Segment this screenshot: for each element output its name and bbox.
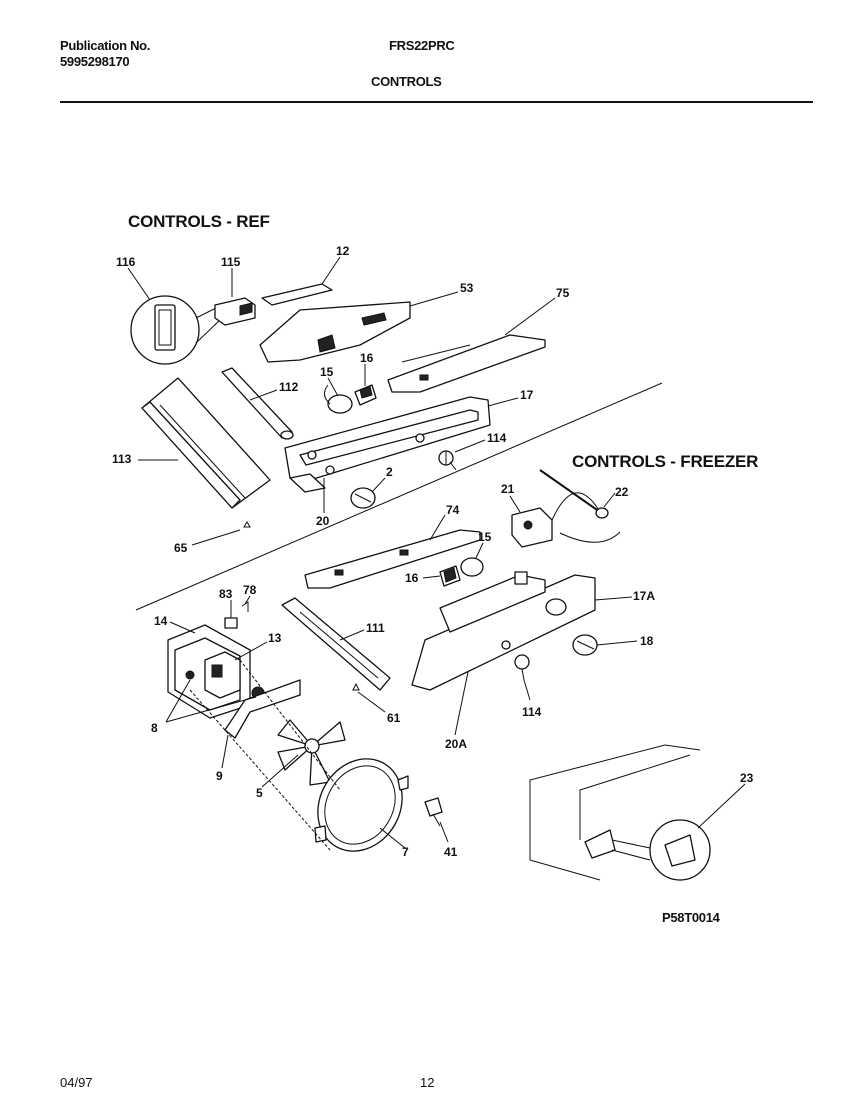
section-divider-line [135,382,663,611]
label-74: 74 [446,503,460,517]
part-114-screw [438,450,457,471]
label-12: 12 [336,244,350,258]
label-17a: 17A [633,589,655,603]
label-16b: 16 [405,571,419,585]
part-65-screw [243,521,251,528]
label-83: 83 [219,587,233,601]
publication-label: Publication No. [60,38,151,53]
part-23-inset [529,744,711,881]
label-23: 23 [740,771,754,785]
part-61-screw [352,682,360,691]
label-41: 41 [444,845,458,859]
part-15-bulb [324,384,353,414]
label-5: 5 [256,786,263,800]
label-15b: 15 [478,530,492,544]
assembly-line [239,659,341,791]
section-title: CONTROLS [371,74,442,89]
part-16-socket [354,384,377,406]
label-75: 75 [556,286,570,300]
part-74-panel [304,529,481,589]
part-18-knob [572,634,598,656]
leader-lines [127,256,746,849]
label-111: 111 [366,621,385,635]
part-17a-housing [411,571,596,691]
header-rule [60,101,813,103]
label-14: 14 [154,614,168,628]
label-22: 22 [615,485,629,499]
controls-freezer-title: CONTROLS - FREEZER [572,452,759,471]
part-8-grommet [185,670,195,680]
part-15b-bulb [460,557,484,577]
drawing-code: P58T0014 [662,910,720,925]
part-12-cover [261,283,333,306]
part-16b-socket [439,565,461,587]
footer-date: 04/97 [60,1075,93,1090]
label-114b: 114 [522,705,542,719]
part-17-control-housing [284,396,491,493]
part-53-housing [259,301,411,363]
part-75-panel [387,334,546,393]
controls-ref-title: CONTROLS - REF [128,212,270,231]
label-20a: 20A [445,737,467,751]
publication-number: 5995298170 [60,54,130,69]
label-8: 8 [151,721,158,735]
label-7: 7 [402,845,409,859]
label-15: 15 [320,365,334,379]
label-65: 65 [174,541,188,555]
part-83-clip [224,617,238,629]
label-20: 20 [316,514,330,528]
label-112: 112 [279,380,299,394]
label-17: 17 [520,388,534,402]
part-113-trim [141,377,271,509]
label-2: 2 [386,465,393,479]
model-number: FRS22PRC [389,38,455,53]
label-9: 9 [216,769,223,783]
label-78: 78 [243,583,257,597]
page-number: 12 [420,1075,435,1090]
label-16: 16 [360,351,374,365]
label-116: 116 [116,255,136,269]
label-13: 13 [268,631,282,645]
part-21-thermostat [511,492,601,548]
label-18: 18 [640,634,654,648]
part-116-inset [130,295,223,365]
assembly-line [189,689,331,851]
label-115: 115 [221,255,241,269]
label-113: 113 [112,452,132,466]
label-53: 53 [460,281,474,295]
part-2-knob [350,487,376,509]
part-78-screw [241,601,249,612]
part-115-switch [214,297,256,326]
label-114: 114 [487,431,507,445]
part-22-capillary [539,469,621,543]
part-41-screw [424,797,443,827]
part-112-tube [221,367,294,440]
part-7-shroud [314,758,409,852]
part-114b-screw [514,654,530,681]
part-13-motor [204,651,241,699]
part-111-bracket [281,597,391,691]
label-21: 21 [501,482,515,496]
label-61: 61 [387,711,401,725]
